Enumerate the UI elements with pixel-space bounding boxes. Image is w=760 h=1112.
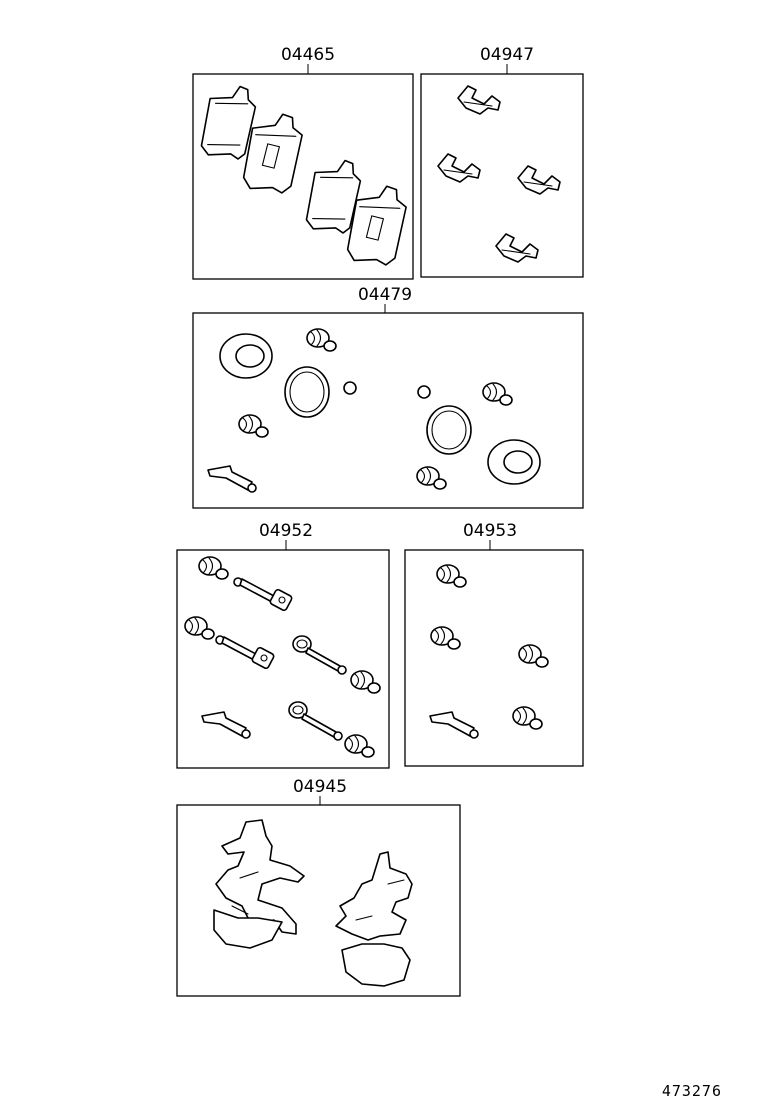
part-number-label: 04953 (463, 521, 517, 541)
kit-caliper-b: 04953 (404, 521, 584, 767)
anti-rattle-clip (495, 233, 539, 263)
dust-boot (436, 564, 467, 588)
anti-rattle-clip (457, 85, 501, 115)
o-ring (426, 405, 472, 455)
kit-frame (404, 549, 584, 767)
o-ring (284, 366, 330, 418)
anti-squeal-shim (335, 851, 413, 987)
grease-pack (207, 465, 257, 493)
kit-frame (176, 804, 461, 997)
kit-frame (192, 73, 414, 280)
dust-boot (430, 626, 461, 650)
kit-fitting: 04947 (420, 45, 584, 278)
dust-boot (184, 616, 215, 640)
dust-boot (416, 466, 447, 490)
dust-boot (482, 382, 513, 406)
kit-frame (176, 549, 390, 769)
part-number-label: 04952 (259, 521, 313, 541)
part-number-label: 04479 (358, 285, 412, 305)
slide-pin (215, 635, 276, 671)
bleeder-cap (343, 381, 357, 395)
grease-pack (429, 711, 479, 739)
kit-cylinder: 04479 (192, 285, 584, 509)
guide-pin (292, 635, 347, 675)
anti-rattle-clip (437, 153, 481, 183)
dust-boot (350, 670, 381, 694)
slide-pin (233, 577, 294, 613)
anti-squeal-shim (213, 819, 305, 949)
kit-pads: 04465 (192, 45, 414, 280)
anti-rattle-clip (517, 165, 561, 195)
kit-caliper-a: 04952 (176, 521, 390, 769)
kit-shim: 04945 (176, 777, 461, 997)
kit-frame (420, 73, 584, 278)
dust-boot (512, 706, 543, 730)
bleeder-cap (417, 385, 431, 399)
dust-boot (344, 734, 375, 758)
figure-number: 473276 (662, 1082, 722, 1100)
piston-seal (219, 333, 273, 379)
grease-pack (201, 711, 251, 739)
piston-seal (487, 439, 541, 485)
dust-boot (238, 414, 269, 438)
part-number-label: 04945 (293, 777, 347, 797)
guide-pin (288, 701, 343, 741)
dust-boot (198, 556, 229, 580)
dust-boot (306, 328, 337, 352)
dust-boot (518, 644, 549, 668)
part-number-label: 04465 (281, 45, 335, 65)
part-number-label: 04947 (480, 45, 534, 65)
kit-frame (192, 312, 584, 509)
